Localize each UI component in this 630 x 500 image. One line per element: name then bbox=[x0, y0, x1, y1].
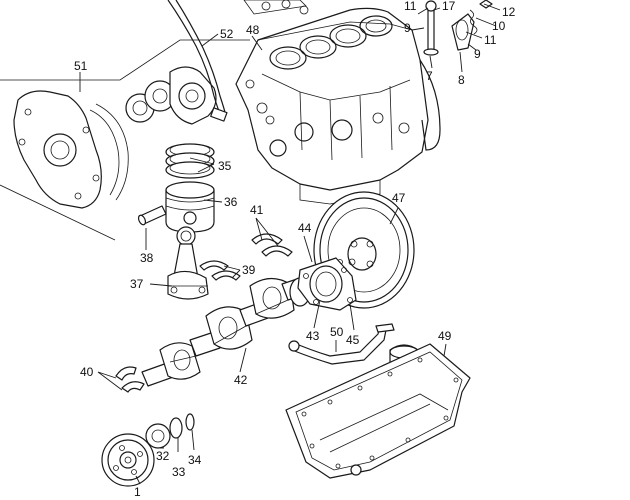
callout-43: 43 bbox=[306, 329, 320, 343]
callout-40: 40 bbox=[80, 365, 94, 379]
callout-48: 48 bbox=[246, 23, 260, 37]
spacer-washer bbox=[169, 417, 183, 439]
oil-pan bbox=[285, 343, 471, 479]
timing-sprocket bbox=[145, 423, 171, 449]
leader-lines bbox=[79, 3, 501, 485]
valve-parts bbox=[423, 0, 493, 56]
callout-8: 8 bbox=[458, 73, 465, 87]
callout-39: 39 bbox=[242, 263, 256, 277]
callout-7: 7 bbox=[426, 69, 433, 83]
callout-44: 44 bbox=[298, 221, 312, 235]
callout-11-right: 11 bbox=[484, 33, 497, 47]
callout-38: 38 bbox=[140, 251, 154, 265]
callout-11-top: 11 bbox=[404, 0, 417, 13]
callout-45: 45 bbox=[346, 333, 360, 347]
callout-42: 42 bbox=[234, 373, 248, 387]
callout-47: 47 bbox=[392, 191, 406, 205]
thrust-washers bbox=[115, 366, 145, 393]
conrod-bearing-shells bbox=[199, 260, 241, 281]
connecting-rod bbox=[167, 226, 209, 300]
crankshaft bbox=[141, 277, 311, 387]
callout-33: 33 bbox=[172, 465, 186, 479]
callout-12: 12 bbox=[502, 5, 516, 19]
dipstick-tube bbox=[167, 0, 228, 122]
callout-34: 34 bbox=[188, 453, 202, 467]
callout-49: 49 bbox=[438, 329, 452, 343]
callout-51: 51 bbox=[74, 59, 88, 73]
callout-9-left: 9 bbox=[404, 21, 411, 35]
callout-36: 36 bbox=[224, 195, 238, 209]
callout-50: 50 bbox=[330, 325, 344, 339]
main-bearing-shells bbox=[251, 233, 293, 257]
front-cover bbox=[13, 90, 102, 209]
piston-pin bbox=[137, 205, 167, 226]
callout-52: 52 bbox=[220, 27, 234, 41]
piston bbox=[165, 181, 215, 233]
crank-pulley bbox=[101, 433, 155, 487]
oil-pump-cover-group bbox=[0, 39, 250, 241]
piston-rings bbox=[165, 143, 215, 179]
callout-labels: 51 52 48 35 36 38 37 39 41 42 40 1 32 33… bbox=[74, 0, 516, 499]
cover-seal-bore bbox=[43, 133, 77, 167]
oil-pump-gears bbox=[125, 80, 176, 123]
drain-plug bbox=[350, 464, 362, 476]
callout-9-right: 9 bbox=[474, 47, 481, 61]
callout-35: 35 bbox=[218, 159, 232, 173]
callout-17: 17 bbox=[442, 0, 456, 13]
callout-1: 1 bbox=[134, 485, 141, 499]
callout-32: 32 bbox=[156, 449, 170, 463]
rear-seal-housing bbox=[297, 257, 357, 311]
callout-37: 37 bbox=[130, 277, 144, 291]
crank-pulley-group bbox=[101, 413, 195, 487]
key bbox=[185, 413, 195, 431]
callout-41: 41 bbox=[250, 203, 264, 217]
callout-10: 10 bbox=[492, 19, 506, 33]
oil-pump-housing bbox=[169, 66, 217, 125]
